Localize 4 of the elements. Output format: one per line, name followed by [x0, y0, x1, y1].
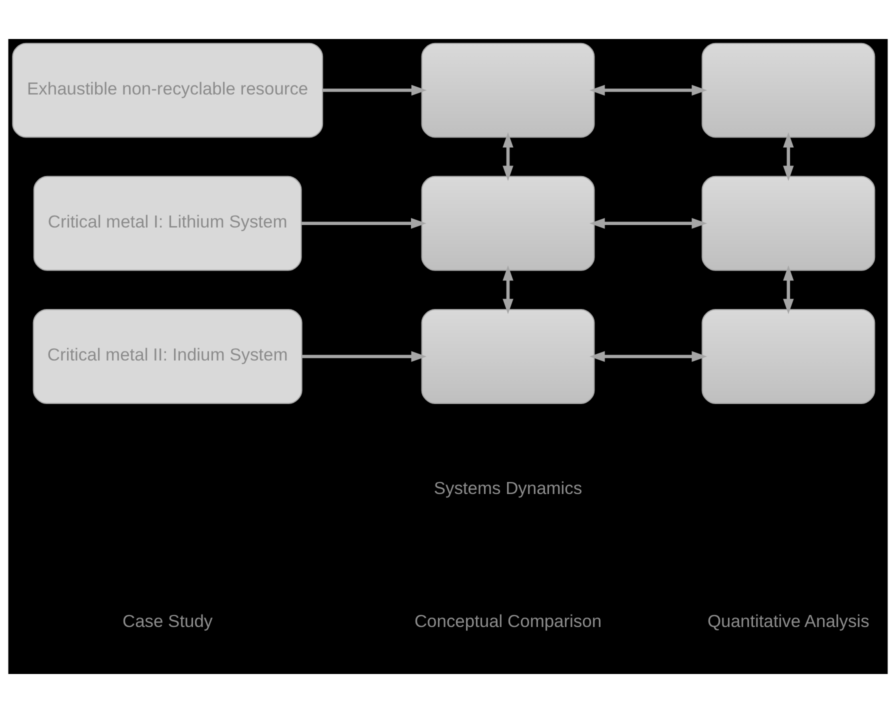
label: Case Study [122, 610, 213, 631]
label: Conceptual Comparison [414, 610, 602, 631]
label: Quantitative Analysis [707, 610, 870, 631]
label: Systems Dynamics [434, 478, 582, 498]
